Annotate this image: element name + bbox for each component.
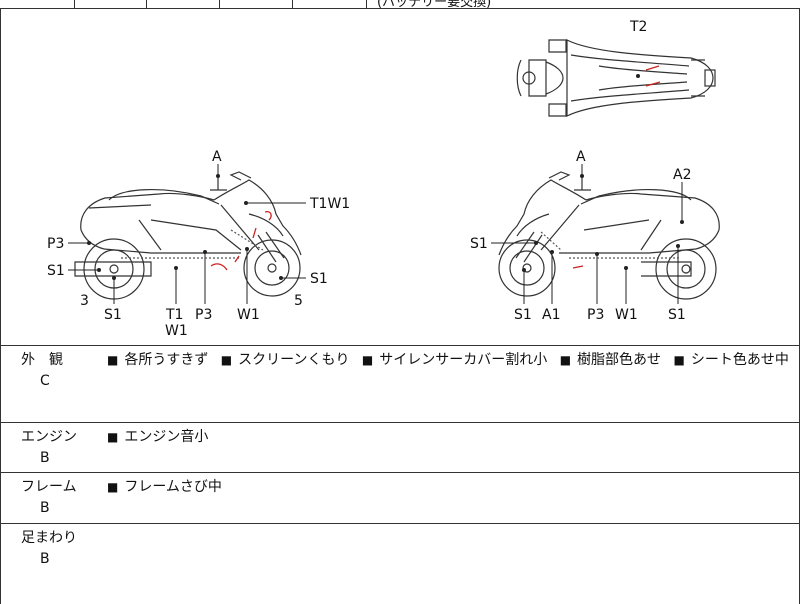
scooter-right-view xyxy=(498,171,720,300)
code-label: P3 xyxy=(587,307,604,323)
code-label: A1 xyxy=(542,307,560,323)
code-label: S1 xyxy=(104,307,122,323)
inspection-row-suspension: 足まわり B xyxy=(0,524,800,604)
finding-list: ■フレームさび中 xyxy=(107,476,230,496)
code-label: P3 xyxy=(47,236,64,252)
code-label: W1 xyxy=(615,307,638,323)
table-cell xyxy=(366,0,367,8)
bullet-square-icon: ■ xyxy=(107,430,119,444)
scooter-left-view xyxy=(74,171,302,300)
category-label: 足まわり xyxy=(21,530,77,546)
bullet-square-icon: ■ xyxy=(220,353,233,367)
code-label: P3 xyxy=(195,307,212,323)
code-label: S1 xyxy=(310,271,328,287)
damage-diagram: T2 A T1W1 P3 S1 3 S1 T1 W1 P3 W1 S1 5 A … xyxy=(0,9,800,346)
category-label: エンジン xyxy=(21,429,77,445)
top-strip-text: (バッテリー要交換) xyxy=(377,0,492,10)
finding-item: ■スクリーンくもり xyxy=(220,352,350,368)
finding-list: ■各所うすきず ■スクリーンくもり ■サイレンサーカバー割れ小 ■樹脂部色あせ … xyxy=(107,349,797,369)
damage-zones xyxy=(121,229,681,259)
bullet-square-icon: ■ xyxy=(361,353,374,367)
code-label: T1 xyxy=(165,307,183,323)
leader-lines xyxy=(68,164,683,304)
diagram-labels: T2 A T1W1 P3 S1 3 S1 T1 W1 P3 W1 S1 5 A … xyxy=(47,19,691,339)
grade-value: B xyxy=(40,551,50,567)
bullet-square-icon: ■ xyxy=(107,353,119,367)
grade-value: C xyxy=(40,373,50,389)
code-label: T1W1 xyxy=(309,196,350,212)
code-label: S1 xyxy=(514,307,532,323)
code-label: S1 xyxy=(470,236,488,252)
code-label: A2 xyxy=(673,167,691,183)
inspection-row-exterior: 外 観 C ■各所うすきず ■スクリーンくもり ■サイレンサーカバー割れ小 ■樹… xyxy=(0,346,800,423)
marker-dots xyxy=(87,74,684,280)
inspection-row-frame: フレーム B ■フレームさび中 xyxy=(0,473,800,524)
finding-item: ■各所うすきず xyxy=(107,352,209,368)
code-label: 5 xyxy=(294,293,303,309)
code-label: A xyxy=(576,149,586,165)
finding-item: ■サイレンサーカバー割れ小 xyxy=(361,352,548,368)
code-label: W1 xyxy=(165,323,188,339)
finding-item: ■シート色あせ中 xyxy=(673,352,789,368)
code-label: S1 xyxy=(668,307,686,323)
scooter-top-view xyxy=(516,39,716,117)
grade-value: B xyxy=(40,450,50,466)
code-label: T2 xyxy=(629,19,647,35)
table-cell xyxy=(219,0,220,8)
table-cell xyxy=(74,0,75,8)
table-cell xyxy=(292,0,293,8)
bullet-square-icon: ■ xyxy=(107,480,119,494)
category-label: 外 観 xyxy=(21,352,63,368)
finding-list: ■エンジン音小 xyxy=(107,426,216,446)
grade-value: B xyxy=(40,500,50,516)
finding-item: ■フレームさび中 xyxy=(107,479,222,495)
code-label: S1 xyxy=(47,263,65,279)
finding-item: ■エンジン音小 xyxy=(107,429,209,445)
code-label: W1 xyxy=(237,307,260,323)
scooter-diagram: T2 A T1W1 P3 S1 3 S1 T1 W1 P3 W1 S1 5 A … xyxy=(47,19,720,339)
damage-marks xyxy=(210,65,661,271)
finding-item: ■樹脂部色あせ xyxy=(559,352,662,368)
code-label: 3 xyxy=(80,293,89,309)
bullet-square-icon: ■ xyxy=(673,353,685,367)
top-table-strip: (バッテリー要交換) xyxy=(0,0,800,10)
code-label: A xyxy=(212,149,222,165)
table-cell xyxy=(146,0,147,8)
inspection-row-engine: エンジン B ■エンジン音小 xyxy=(0,423,800,473)
bullet-square-icon: ■ xyxy=(559,353,572,367)
category-label: フレーム xyxy=(21,479,77,495)
